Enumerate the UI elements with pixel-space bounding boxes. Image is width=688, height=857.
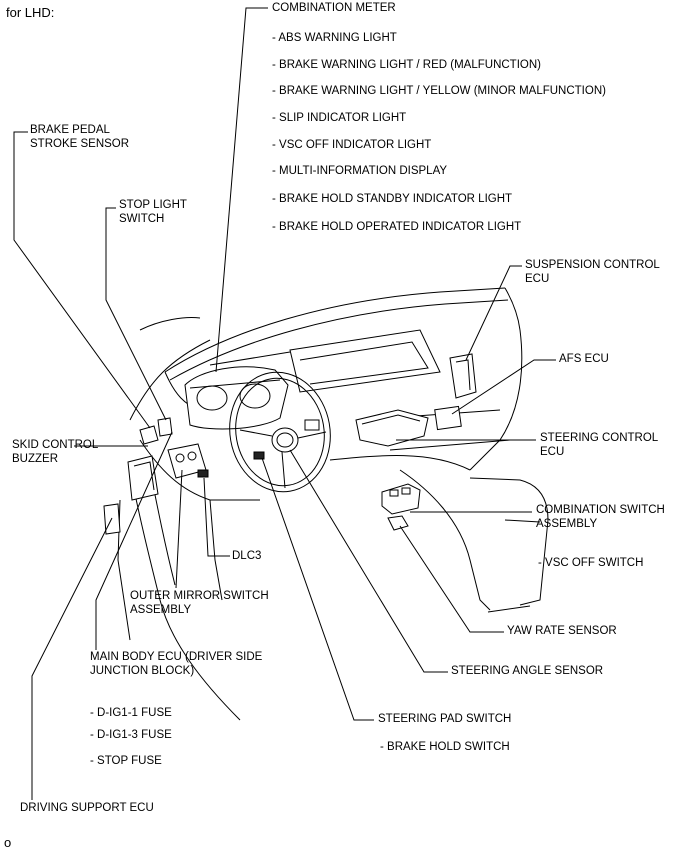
- label-brake-pedal-stroke-sensor: BRAKE PEDAL STROKE SENSOR: [30, 124, 130, 150]
- leader-lines: [13, 7, 556, 800]
- label-steering-control-ecu: STEERING CONTROL ECU: [540, 432, 659, 458]
- meter-item-slip-indicator: - SLIP INDICATOR LIGHT: [272, 112, 407, 124]
- figure-code: o: [4, 835, 12, 850]
- fuse-stop: - STOP FUSE: [90, 755, 162, 767]
- label-main-body-ecu: MAIN BODY ECU (DRIVER SIDE JUNCTION BLOC…: [90, 651, 263, 677]
- label-yaw-rate-sensor: YAW RATE SENSOR: [507, 625, 617, 637]
- page-header-for-lhd: for LHD:: [6, 5, 55, 20]
- label-dlc3: DLC3: [232, 550, 262, 562]
- meter-item-brake-warning-yellow: - BRAKE WARNING LIGHT / YELLOW (MINOR MA…: [272, 85, 606, 97]
- label-afs-ecu: AFS ECU: [559, 353, 609, 365]
- meter-item-vsc-off-indicator: - VSC OFF INDICATOR LIGHT: [272, 139, 432, 151]
- label-driving-support-ecu: DRIVING SUPPORT ECU: [20, 802, 154, 814]
- label-steering-pad-switch: STEERING PAD SWITCH: [378, 713, 512, 725]
- meter-item-brake-hold-standby: - BRAKE HOLD STANDBY INDICATOR LIGHT: [272, 193, 513, 205]
- combination-switch-drawing: [381, 483, 421, 531]
- meter-item-brake-warning-red: - BRAKE WARNING LIGHT / RED (MALFUNCTION…: [272, 59, 541, 71]
- fuse-d-ig1-1: - D-IG1-1 FUSE: [90, 707, 172, 719]
- center-unit-drawing: [355, 405, 462, 447]
- label-skid-control-buzzer: SKID CONTROL BUZZER: [12, 439, 99, 465]
- label-combination-meter: COMBINATION METER: [272, 2, 396, 14]
- label-outer-mirror-switch: OUTER MIRROR SWITCH ASSEMBLY: [130, 590, 269, 616]
- meter-item-brake-hold-operated: - BRAKE HOLD OPERATED INDICATOR LIGHT: [272, 221, 522, 233]
- meter-item-multi-information-display: - MULTI-INFORMATION DISPLAY: [272, 165, 448, 177]
- steering-wheel-drawing: [229, 371, 331, 493]
- fuse-d-ig1-3: - D-IG1-3 FUSE: [90, 729, 172, 741]
- label-combination-switch: COMBINATION SWITCH ASSEMBLY: [536, 504, 665, 530]
- suspension-ecu-drawing: [449, 353, 477, 399]
- meter-item-abs-warning: - ABS WARNING LIGHT: [272, 32, 397, 44]
- label-vsc-off-switch: - VSC OFF SWITCH: [538, 557, 644, 569]
- label-stop-light-switch: STOP LIGHT SWITCH: [119, 199, 187, 225]
- label-steering-angle-sensor: STEERING ANGLE SENSOR: [451, 665, 604, 677]
- label-suspension-control-ecu: SUSPENSION CONTROL ECU: [525, 259, 660, 285]
- label-brake-hold-switch: - BRAKE HOLD SWITCH: [380, 741, 510, 753]
